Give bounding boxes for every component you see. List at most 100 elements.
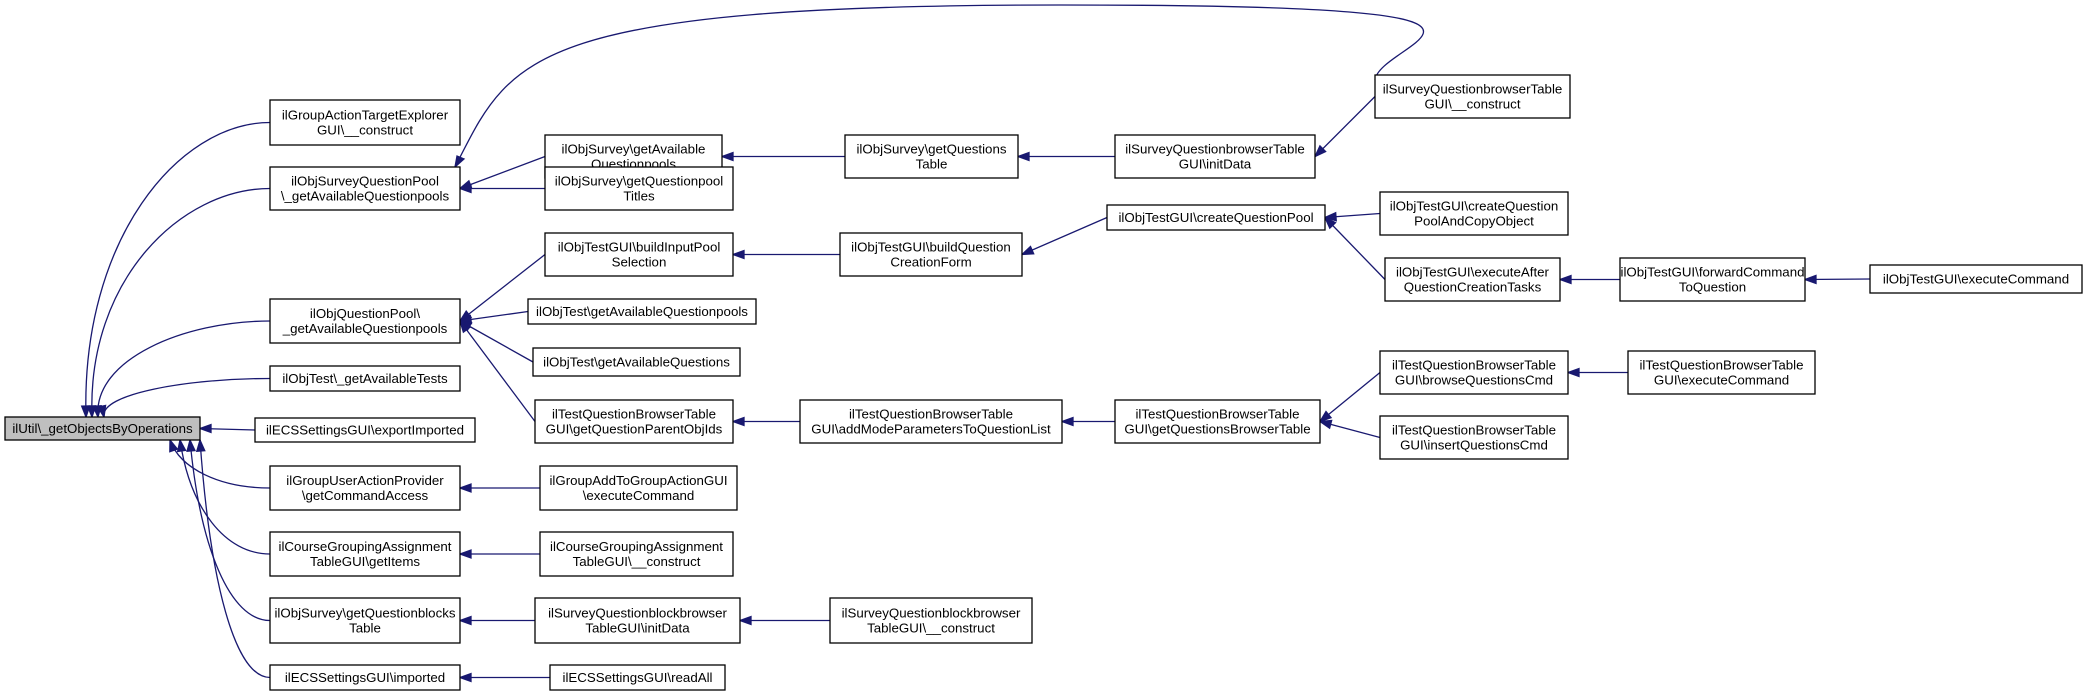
node-label-line: CreationForm [890,255,971,270]
edge-arrowhead [1016,151,1030,162]
node-layer: ilUtil\_getObjectsByOperations ilGroupAct… [4,74,2083,691]
edge-arrowhead [1318,419,1333,430]
edge-line [179,439,271,555]
edge-line [91,187,271,418]
edge-n12-to-n21 [731,249,840,260]
node-ilobjtestgui-executecommand[interactable]: ilObjTestGUI\executeCommand [1869,264,2083,294]
edge-arrowhead [1558,274,1572,285]
node-box [844,134,1019,179]
node-box [269,365,461,392]
edge-root-to-n9 [195,438,271,679]
node-label-line: ilTestQuestionBrowserTable [552,407,716,422]
node-label-line: QuestionCreationTasks [1404,280,1542,295]
edge-arrowhead [454,155,466,169]
node-label-line: ilCourseGroupingAssignment [550,539,723,554]
node-box [799,399,1063,444]
edge-line [459,253,546,322]
edge-n15-to-n22 [731,416,800,427]
edge-arrowhead [169,438,179,453]
edge-line [1021,216,1108,256]
edge-n26-to-n31 [1318,419,1381,439]
node-ilobjtest-getavailabletests[interactable]: ilObjTest\_getAvailableTests [269,365,461,392]
node-label-line: GUI\addModeParametersToQuestionList [811,422,1051,437]
node-ilobjsurveyquestionpool-getavailablequestionpools[interactable]: ilObjSurveyQuestionPool\_getAvailableQue… [269,166,461,211]
node-ilobjtest-getavailablequestions[interactable]: ilObjTest\getAvailableQuestions [532,347,741,377]
node-ilobjtest-getavailablequestionpools[interactable]: ilObjTest\getAvailableQuestionpools [527,298,757,325]
edge-arrowhead [458,549,472,559]
node-box [829,597,1033,644]
node-iltestquestionbrowsertable-gui-browsequestionscmd[interactable]: ilTestQuestionBrowserTableGUI\browseQues… [1379,350,1569,395]
node-label-line: ilTestQuestionBrowserTable [1392,358,1556,373]
node-label-line: ilObjTestGUI\buildInputPool [558,240,721,255]
node-ilsurveyquestionblockbrowser-tablegui-construct[interactable]: ilSurveyQuestionblockbrowserTableGUI\__c… [829,597,1033,644]
edge-root-to-n7 [176,438,271,555]
node-label-line: ilObjSurvey\getQuestions [856,142,1006,157]
edge-root-to-n2 [86,187,271,419]
edge-root-to-n3 [92,320,271,419]
node-ilgroupaddtogroupactiongui-executecommand[interactable]: ilGroupAddToGroupActionGUI\executeComman… [539,465,738,511]
node-label-line: TableGUI\getItems [310,554,420,569]
edge-arrowhead [1060,416,1074,427]
node-label-line: GUI\__construct [1424,97,1520,112]
edge-line [459,155,546,190]
node-ilecssettingsgui-exportimported[interactable]: ilECSSettingsGUI\exportImported [254,417,476,443]
edge-n18-to-n23 [738,615,830,626]
node-ilsurveyquestionbrowsertable-gui-construct[interactable]: ilSurveyQuestionbrowserTableGUI\__constr… [1374,74,1571,119]
node-box [544,166,734,211]
node-box [1379,350,1569,395]
node-label-line: ilObjTestGUI\executeAfter [1396,265,1550,280]
node-label-line: ilSurveyQuestionbrowserTable [1125,142,1305,157]
node-iltestquestionbrowsertable-gui-getquestionsbrowsertable[interactable]: ilTestQuestionBrowserTableGUI\getQuestio… [1114,399,1321,444]
node-box [539,531,734,577]
node-label-line: \executeCommand [583,488,695,503]
node-iltestquestionbrowsertable-gui-insertquestionscmd[interactable]: ilTestQuestionBrowserTableGUI\insertQues… [1379,415,1569,460]
node-ilobjtestgui-createquestion-poolandcopyobject[interactable]: ilObjTestGUI\createQuestionPoolAndCopyOb… [1379,191,1569,236]
node-box [269,664,461,691]
node-iltestquestionbrowsertable-gui-executecommand[interactable]: ilTestQuestionBrowserTableGUI\executeCom… [1627,350,1816,395]
node-label-line: ilObjSurvey\getQuestionpool [555,174,724,189]
edge-line [189,439,271,622]
node-label-line: ilTestQuestionBrowserTable [849,407,1013,422]
node-ilcoursegroupingassignment-tablegui-construct[interactable]: ilCourseGroupingAssignmentTableGUI\__con… [539,531,734,577]
node-ilgroupactiontargetexplorer-gui-construct[interactable]: ilGroupActionTargetExplorerGUI\__constru… [269,99,461,146]
node-label-line: PoolAndCopyObject [1414,214,1534,229]
edge-root-to-n4 [96,377,271,419]
node-ilecssettingsgui-readall[interactable]: ilECSSettingsGUI\readAll [549,664,726,691]
edge-line [1319,371,1381,423]
node-label-line: ilTestQuestionBrowserTable [1639,358,1803,373]
node-box [1384,257,1561,302]
edge-n3-to-n15 [458,319,536,422]
node-label-line: \_getAvailableQuestionpools [281,189,450,204]
edge-n21-to-n25 [1020,216,1108,256]
node-ilecssettingsgui-imported[interactable]: ilECSSettingsGUI\imported [269,664,461,691]
edge-line [1314,96,1376,157]
node-label-line: ilObjSurvey\getQuestionblocks [274,606,455,621]
edge-n3-to-n14 [458,320,534,363]
edge-root-to-n6 [169,438,271,489]
node-box [1374,74,1571,119]
node-box [1114,399,1321,444]
node-ilcoursegroupingassignment-tablegui-getitems[interactable]: ilCourseGroupingAssignmentTableGUI\getIt… [269,531,461,577]
node-label-line: ilObjQuestionPool\ [310,306,420,321]
edge-arrowhead [738,615,752,626]
node-iltestquestionbrowsertable-gui-addmodeparameterstoquestionlist[interactable]: ilTestQuestionBrowserTableGUI\addModePar… [799,399,1063,444]
node-ilutil-getobjectsbyoperations[interactable]: ilUtil\_getObjectsByOperations [4,416,201,441]
edge-arrowhead [731,249,745,260]
node-label-line: Selection [612,255,667,270]
node-iltestquestionbrowsertable-gui-getquestionparentobjids[interactable]: ilTestQuestionBrowserTableGUI\getQuestio… [534,399,734,444]
node-ilobjtestgui-executeafter-questioncreationtasks[interactable]: ilObjTestGUI\executeAfterQuestionCreatio… [1384,257,1561,302]
node-ilobjquestionpool-getavailablequestionpools[interactable]: ilObjQuestionPool\_getAvailableQuestionp… [269,298,461,344]
node-ilgroupuseractionprovider-getcommandaccess[interactable]: ilGroupUserActionProvider\getCommandAcce… [269,465,461,511]
node-label-line: ilObjTestGUI\forwardCommand [1621,265,1805,280]
node-ilobjtestgui-createquestionpool[interactable]: ilObjTestGUI\createQuestionPool [1106,204,1326,231]
edge-root-to-n1 [80,121,271,419]
node-ilsurveyquestionblockbrowser-tablegui-initdata[interactable]: ilSurveyQuestionblockbrowserTableGUI\ini… [534,597,741,644]
